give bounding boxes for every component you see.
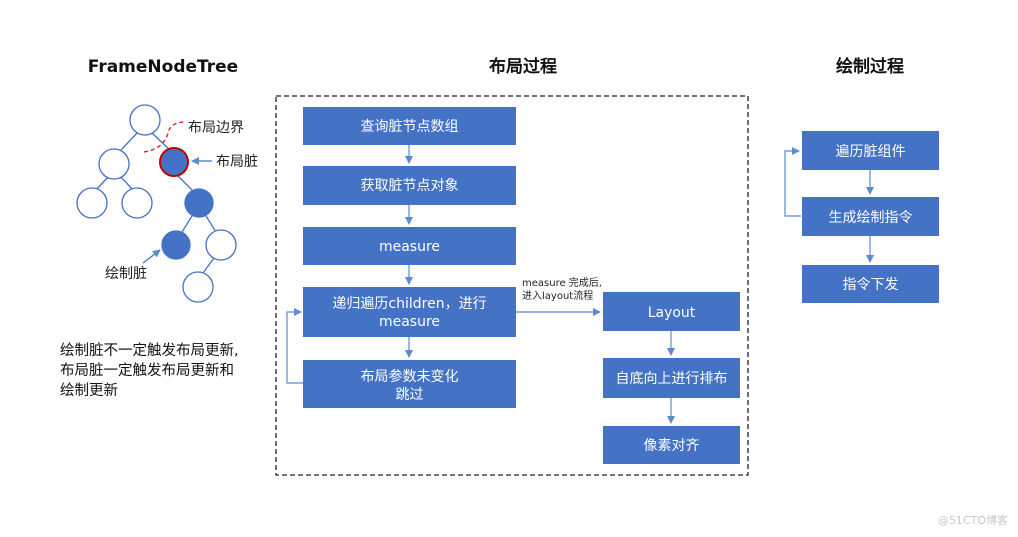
step-query-dirty: 查询脏节点数组 <box>303 107 516 145</box>
step-label: 自底向上进行排布 <box>616 371 728 387</box>
tree-edge <box>177 175 193 191</box>
note-line-3: 绘制更新 <box>60 382 118 399</box>
step-label: measure <box>379 239 440 255</box>
tree-edge <box>120 132 138 151</box>
step-get-dirty: 获取脏节点对象 <box>303 166 516 205</box>
step-box <box>303 107 516 145</box>
note-line-2: 布局脏一定触发布局更新和 <box>60 362 234 379</box>
step-box <box>802 131 939 170</box>
draw-step-dispatch: 指令下发 <box>802 265 939 303</box>
tree-node-root <box>129 104 161 136</box>
tree-edge <box>205 215 217 233</box>
note-line-1: 绘制脏不一定触发布局更新, <box>60 342 239 359</box>
tree-node-layout-dirty <box>159 147 189 177</box>
tree-node-dirty <box>184 188 214 218</box>
step-label: 生成绘制指令 <box>829 210 913 226</box>
layout-process-frame <box>275 95 749 476</box>
tree-edge <box>181 215 193 233</box>
draw-step-generate: 生成绘制指令 <box>802 197 939 236</box>
tree-edge <box>202 257 215 274</box>
step-box <box>303 360 516 408</box>
step-box <box>303 287 516 337</box>
tree-node <box>121 187 153 219</box>
step-box <box>603 426 740 464</box>
layout-title: 布局过程 <box>489 56 557 77</box>
draw-step-traverse: 遍历脏组件 <box>802 131 939 170</box>
tree-node <box>182 271 214 303</box>
step-bottom-up: 自底向上进行排布 <box>603 358 740 398</box>
step-label: Layout <box>648 305 696 321</box>
step-box <box>603 292 740 331</box>
step-label-line-2: measure <box>379 314 440 330</box>
tree-node-draw-dirty <box>161 230 191 260</box>
step-label-line-1: 布局参数未变化 <box>361 368 459 385</box>
step-box <box>603 358 740 398</box>
tree-edge <box>120 176 134 191</box>
tree-edge <box>95 176 109 191</box>
arrow-note-line-1: measure 完成后, <box>522 276 602 289</box>
step-label: 遍历脏组件 <box>836 144 906 160</box>
step-pixel-align: 像素对齐 <box>603 426 740 464</box>
tree-node <box>76 187 108 219</box>
layout-boundary-label: 布局边界 <box>188 120 244 136</box>
step-box <box>303 227 516 265</box>
step-label-line-2: 跳过 <box>396 387 424 403</box>
watermark: @51CTO博客 <box>938 513 1008 527</box>
step-skip-unchanged: 布局参数未变化 跳过 <box>303 360 516 408</box>
layout-dirty-label: 布局脏 <box>216 154 258 170</box>
step-box <box>303 166 516 205</box>
step-label: 指令下发 <box>843 277 899 293</box>
step-recurse-children: 递归遍历children，进行 measure <box>303 287 516 337</box>
draw-title: 绘制过程 <box>836 56 904 77</box>
tree-node <box>205 229 237 261</box>
step-label-line-1: 递归遍历children，进行 <box>332 295 486 312</box>
step-label: 查询脏节点数组 <box>361 119 459 135</box>
tree-title: FrameNodeTree <box>88 57 238 77</box>
dirty-note: 绘制脏不一定触发布局更新, 布局脏一定触发布局更新和 绘制更新 <box>60 342 239 399</box>
arrow-note-line-2: 进入layout流程 <box>522 289 593 302</box>
skip-loop-arrow <box>286 308 303 384</box>
step-layout: Layout <box>603 292 740 331</box>
step-label: 获取脏节点对象 <box>361 178 459 194</box>
step-label: 像素对齐 <box>644 438 700 454</box>
tree-node <box>98 148 130 180</box>
draw-loop-arrow <box>784 147 801 217</box>
step-box <box>802 265 939 303</box>
frame-node-tree: 布局边界 布局脏 绘制脏 <box>76 104 258 303</box>
draw-dirty-pointer <box>142 249 161 264</box>
tree-edge <box>151 132 171 151</box>
step-box <box>802 197 939 236</box>
step-measure: measure <box>303 227 516 265</box>
draw-dirty-label: 绘制脏 <box>105 266 147 282</box>
